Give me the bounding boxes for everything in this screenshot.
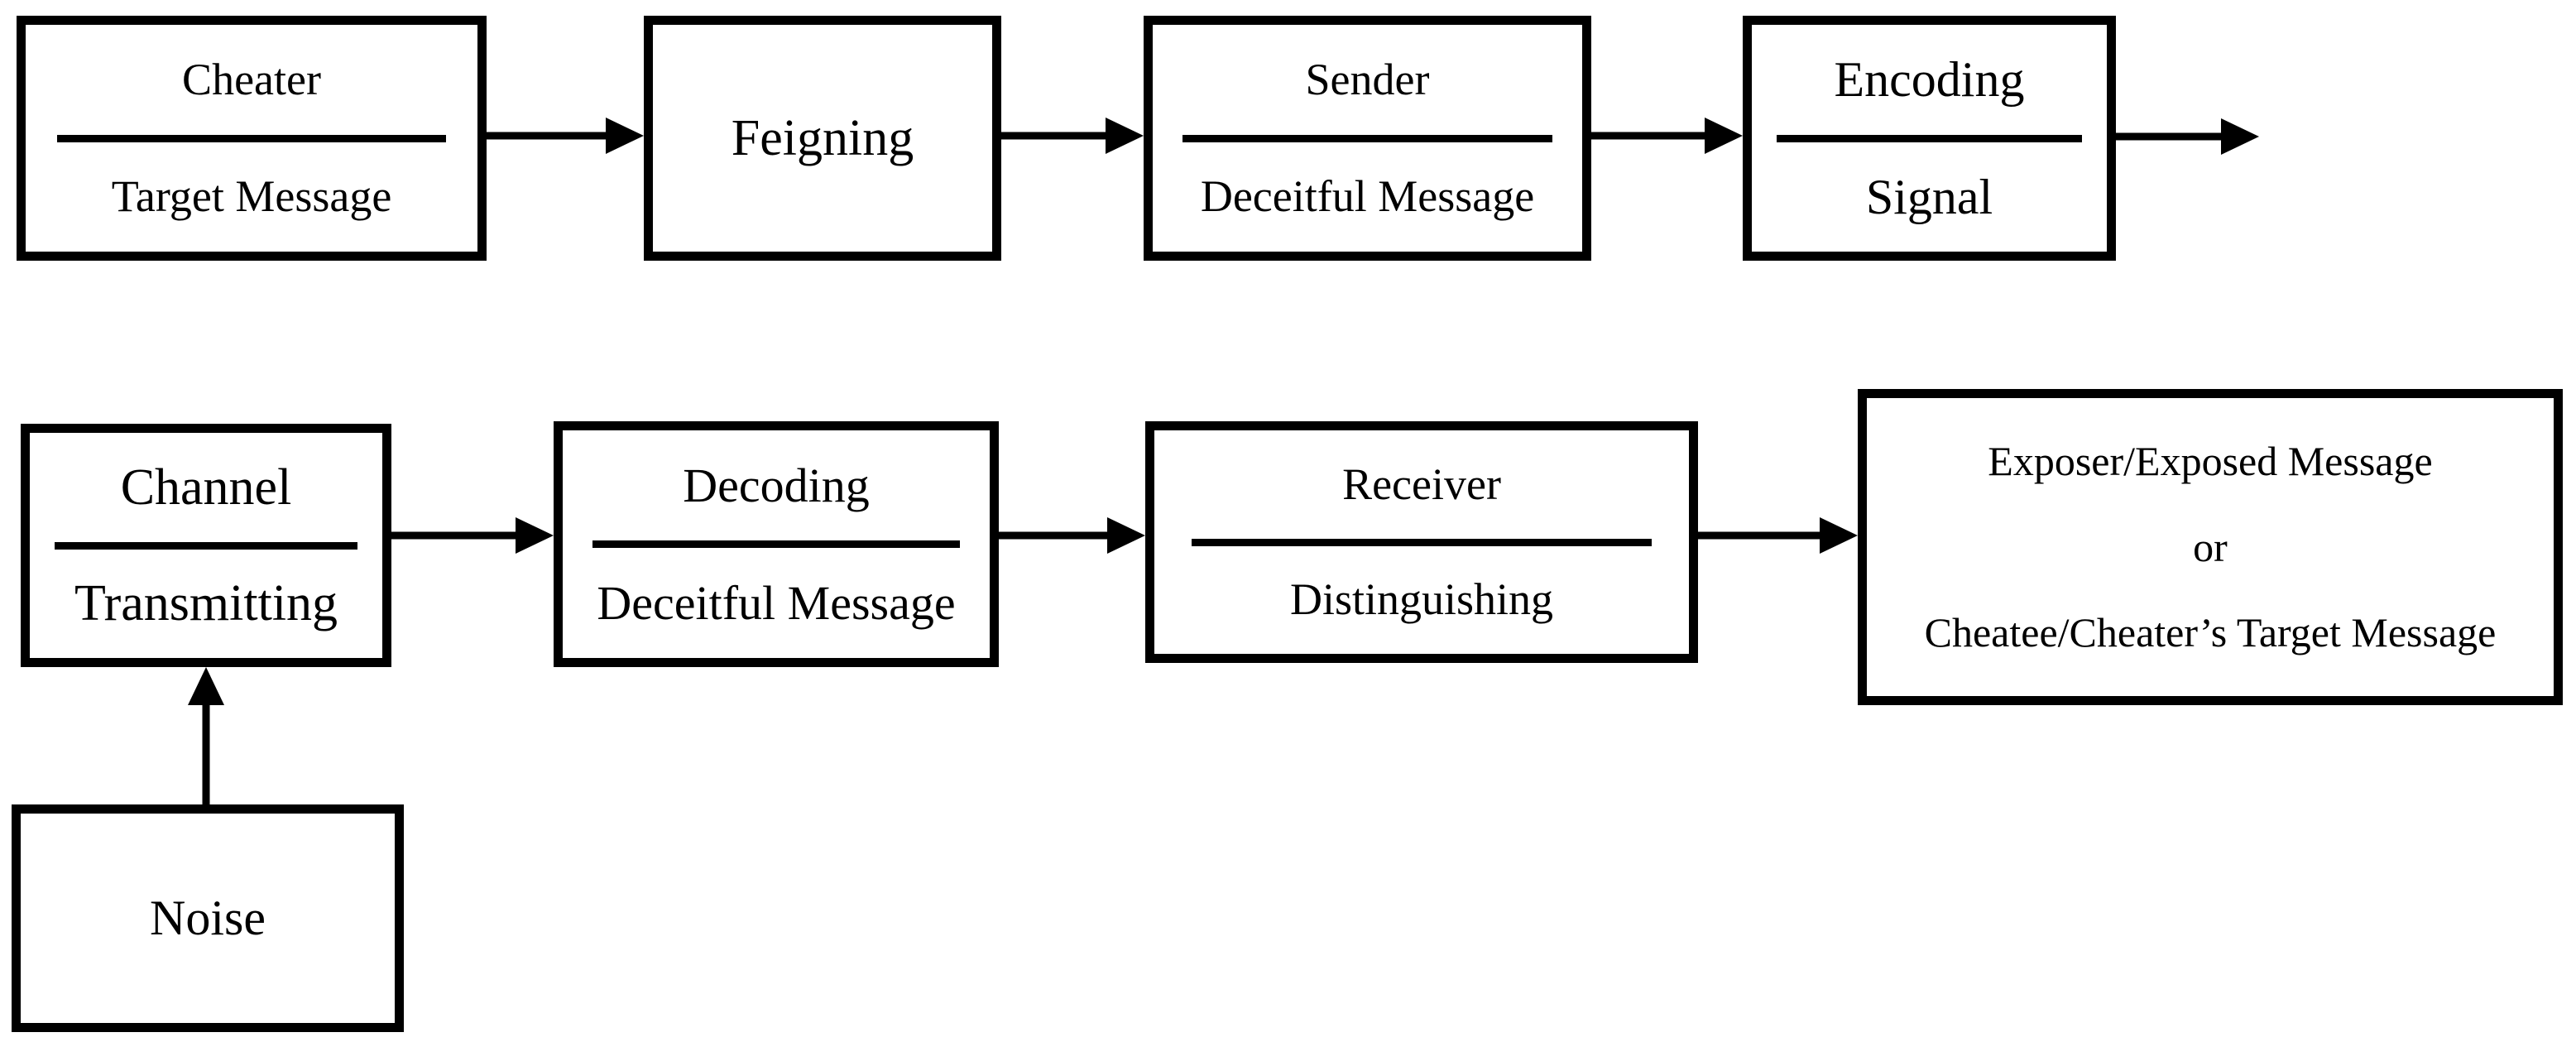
arrow-noise-to-channel	[188, 667, 224, 804]
box-receiver-bottom-label: Distinguishing	[1289, 574, 1554, 625]
box-exposer-line1: Exposer/Exposed Message	[1988, 437, 2433, 484]
box-sender-divider	[1182, 134, 1552, 142]
box-exposer-exposed-message: Exposer/Exposed Message or Cheatee/Cheat…	[1858, 389, 2563, 705]
box-receiver-distinguishing: Receiver Distinguishing	[1145, 421, 1698, 663]
box-noise-label: Noise	[150, 891, 266, 945]
arrow-cheater-to-feigning	[487, 118, 644, 154]
box-noise: Noise	[12, 804, 404, 1032]
box-exposer-line3: Cheatee/Cheater’s Target Message	[1924, 609, 2497, 656]
box-channel-transmitting: Channel Transmitting	[21, 424, 391, 667]
box-receiver-top-label: Receiver	[1342, 459, 1501, 509]
arrow-receiver-to-exposer	[1698, 517, 1858, 554]
box-sender-top-label: Sender	[1305, 54, 1430, 104]
box-encoding-signal: Encoding Signal	[1743, 16, 2116, 261]
box-sender-bottom-label: Deceitful Message	[1200, 171, 1535, 222]
box-decoding-top-label: Decoding	[683, 458, 870, 512]
box-channel-divider	[54, 541, 358, 550]
arrow-encoding-output	[2116, 118, 2259, 155]
box-cheater-top-label: Cheater	[182, 54, 321, 104]
box-decoding-bottom-label: Deceitful Message	[597, 575, 956, 630]
box-exposer-line2: or	[2193, 523, 2228, 570]
box-channel-top-label: Channel	[120, 459, 292, 516]
box-encoding-bottom-label: Signal	[1865, 169, 1993, 224]
box-cheater-divider	[57, 134, 446, 142]
box-feigning: Feigning	[644, 16, 1001, 261]
box-receiver-divider	[1192, 538, 1652, 546]
box-sender-deceitful-message: Sender Deceitful Message	[1144, 16, 1591, 261]
arrow-channel-to-decoding	[391, 517, 554, 554]
box-encoding-top-label: Encoding	[1834, 52, 2025, 108]
box-channel-bottom-label: Transmitting	[74, 575, 338, 632]
arrow-sender-to-encoding	[1591, 118, 1743, 154]
arrow-feigning-to-sender	[1001, 118, 1144, 154]
box-cheater-bottom-label: Target Message	[111, 171, 392, 222]
box-encoding-divider	[1777, 134, 2082, 142]
box-cheater-target-message: Cheater Target Message	[17, 16, 487, 261]
box-feigning-label: Feigning	[731, 109, 914, 166]
box-decoding-divider	[592, 540, 960, 548]
arrow-decoding-to-receiver	[999, 517, 1145, 554]
box-decoding-deceitful-message: Decoding Deceitful Message	[554, 421, 999, 667]
